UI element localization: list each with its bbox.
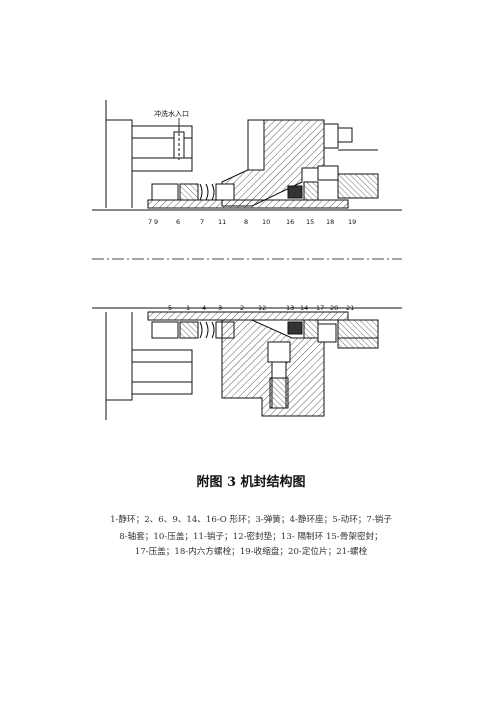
part-label: 3 xyxy=(218,304,222,312)
shaft xyxy=(92,209,402,309)
mechanical-seal-drawing: 冲洗水入口 7 9 6 7 11 8 10 16 15 18 19 5 1 4 … xyxy=(92,100,402,420)
upper-assembly xyxy=(105,100,379,209)
part-label: 20 xyxy=(330,304,338,312)
part-label: 2 xyxy=(240,304,244,312)
legend-line: 17-压盖；18-内六方螺栓；19-收缩盘；20-定位片；21-螺栓 xyxy=(134,547,368,557)
part-label: 15 xyxy=(306,218,314,226)
part-label: 9 xyxy=(154,218,158,226)
part-label: 19 xyxy=(348,218,356,226)
lower-part-labels: 5 1 4 3 2 12 13 14 17 20 21 xyxy=(168,304,354,312)
upper-part-labels: 7 9 6 7 11 8 10 16 15 18 19 xyxy=(148,218,356,226)
lower-assembly xyxy=(105,311,379,420)
part-label: 13 xyxy=(286,304,294,312)
part-label: 8 xyxy=(244,218,248,226)
part-label: 7 xyxy=(148,218,152,226)
part-label: 6 xyxy=(176,218,180,226)
part-label: 14 xyxy=(300,304,308,312)
part-label: 5 xyxy=(168,304,172,312)
part-label: 16 xyxy=(286,218,294,226)
part-label: 17 xyxy=(316,304,324,312)
part-label: 11 xyxy=(218,218,226,226)
part-label: 10 xyxy=(262,218,270,226)
legend-line: 8-轴套；10-压盖；11-销子；12-密封垫；13- 隔制环 15-骨架密封； xyxy=(119,532,383,542)
legend-line: 1-静环；2、6、9、14、16-O 形环；3-弹簧；4-静环座；5-动环；7-… xyxy=(110,515,392,525)
figure-title: 附图 3 机封结构图 xyxy=(196,475,306,490)
part-label: 21 xyxy=(346,304,354,312)
part-label: 7 xyxy=(200,218,204,226)
part-label: 1 xyxy=(186,304,190,312)
part-label: 18 xyxy=(326,218,334,226)
inlet-label: 冲洗水入口 xyxy=(154,109,189,118)
part-label: 4 xyxy=(202,304,206,312)
part-label: 12 xyxy=(258,304,266,312)
